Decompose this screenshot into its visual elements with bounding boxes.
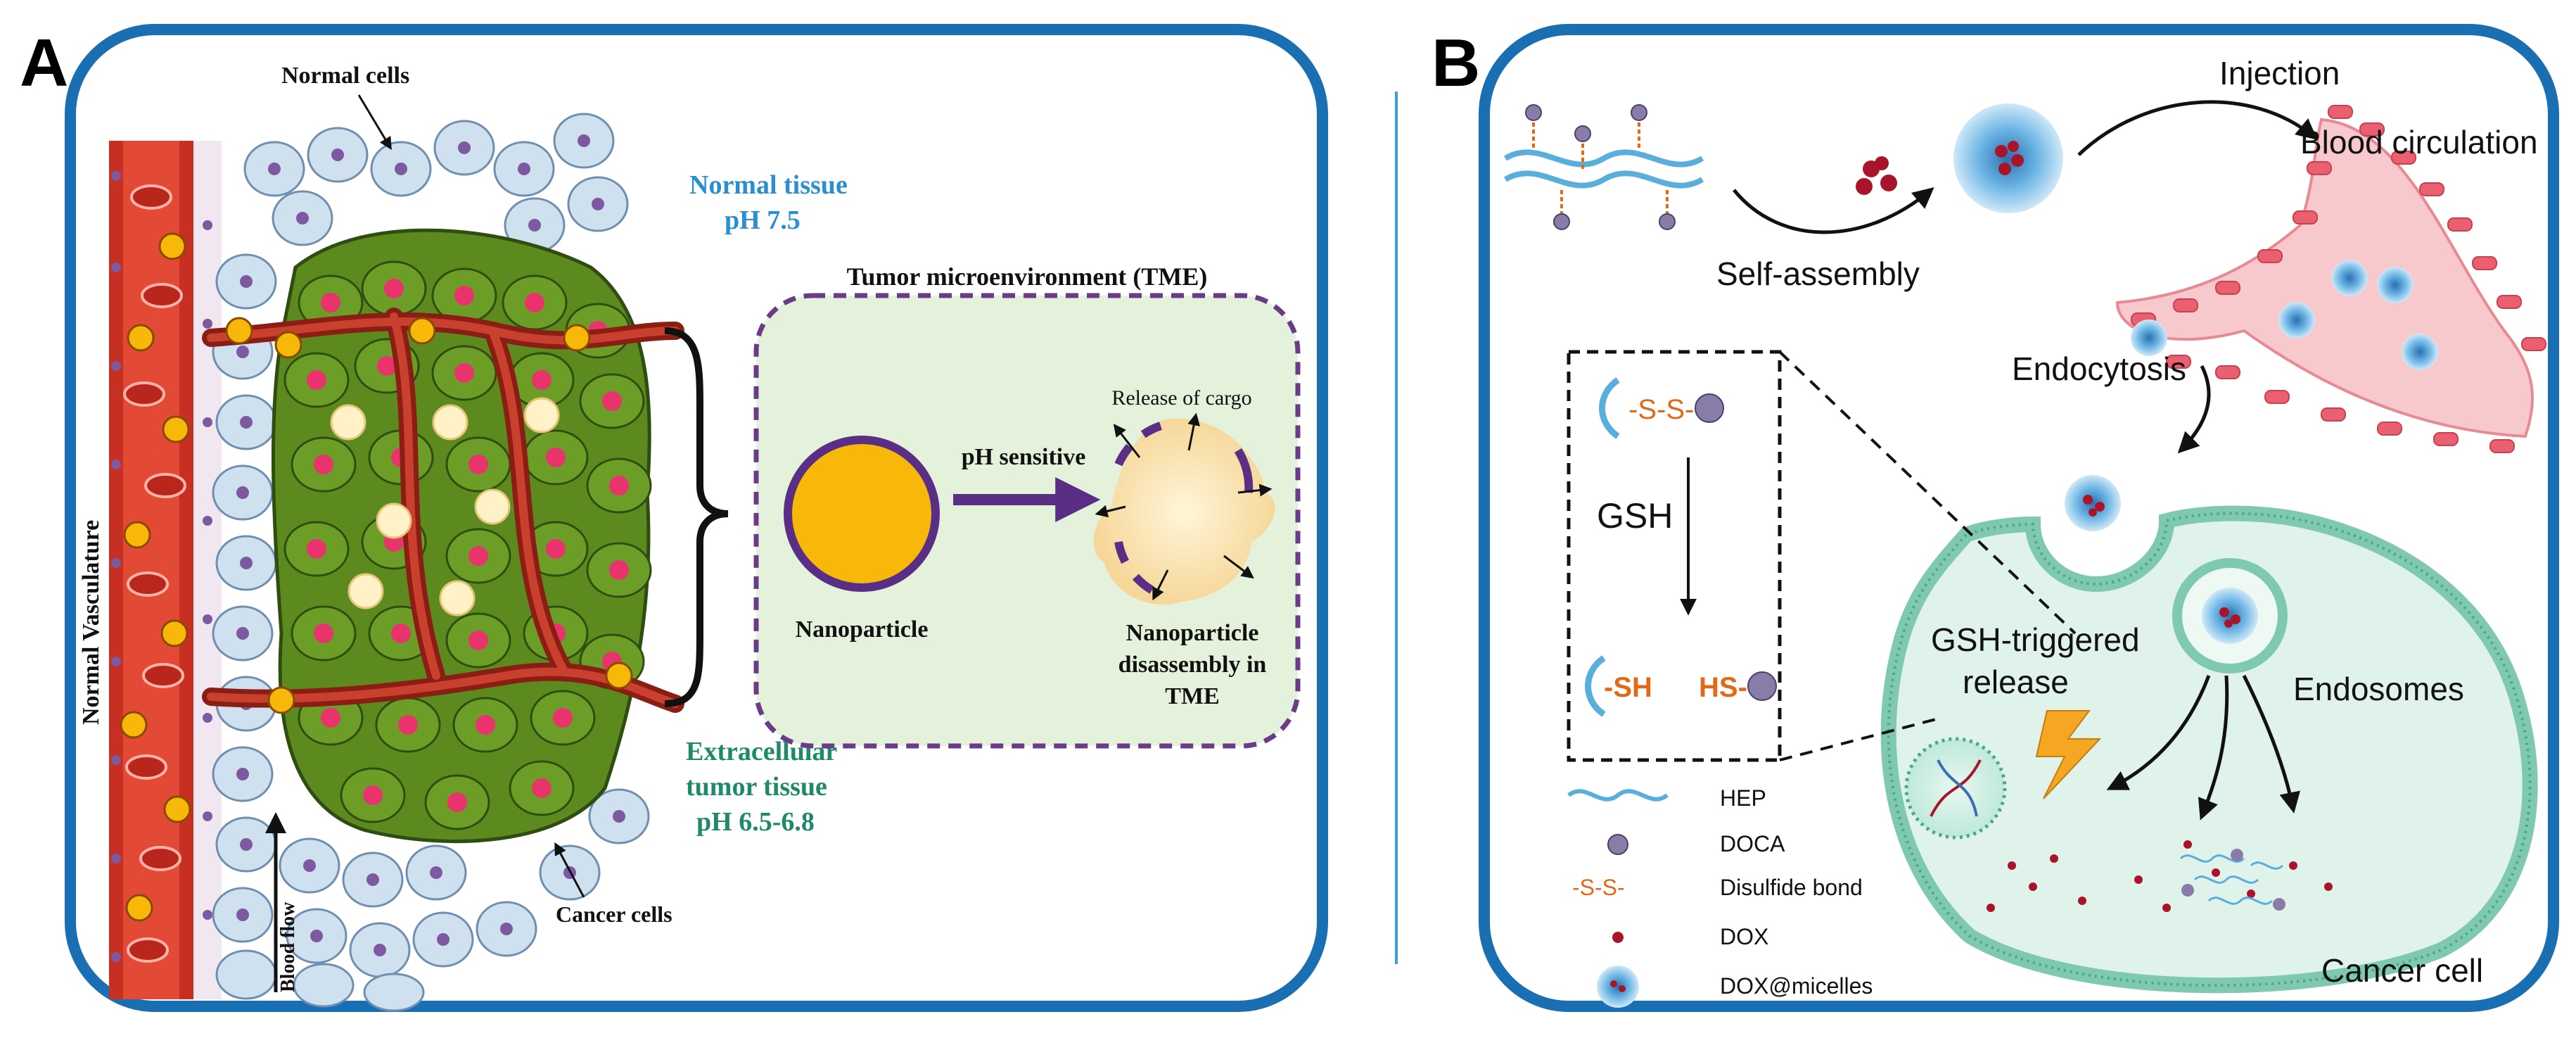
tme-box: Tumor microenvironment (TME) Nanoparticl… — [753, 262, 1301, 749]
legend-micelles: DOX@micelles — [1720, 973, 1873, 999]
legend-b: HEP DOCA -S-S- Disulfide bond DOX DOX@mi… — [1567, 785, 1873, 1008]
disassembly-line1: Nanoparticle — [1126, 620, 1259, 646]
tme-title: Tumor microenvironment (TME) — [847, 262, 1208, 291]
ss-bond-label: -S-S- — [1628, 394, 1694, 425]
nanoparticle-intact — [784, 436, 940, 592]
sh-label: -SH — [1604, 672, 1652, 703]
self-assembly-arrow — [1733, 187, 1934, 234]
doca-icon-2 — [1747, 671, 1777, 701]
lightning-icon — [2035, 710, 2102, 799]
release-of-cargo-label: Release of cargo — [1111, 386, 1251, 410]
release-micelle — [1904, 737, 2007, 840]
cancer-cells-label: Cancer cells — [556, 901, 672, 927]
dox-cluster — [1856, 156, 1897, 195]
blood-flow-indicator: Blood flow — [265, 812, 299, 992]
doca-icon — [1695, 393, 1724, 423]
dox-micelle-large — [1953, 103, 2063, 213]
blood-circulation-vessel — [2115, 105, 2546, 453]
zoom-line-top — [1778, 350, 2077, 635]
normal-tissue-ph: pH 7.5 — [725, 205, 801, 235]
normal-tissue-label: Normal tissue — [689, 170, 848, 200]
gsh-label: GSH — [1597, 496, 1673, 536]
release-arrows — [2106, 674, 2300, 821]
normal-vasculature — [109, 141, 222, 999]
nanoparticle-label: Nanoparticle — [796, 616, 929, 643]
cancer-cells-pointer — [554, 842, 585, 898]
legend-dox-icon — [1612, 932, 1624, 943]
gsh-triggered-line2: release — [1963, 664, 2069, 700]
legend-doca: DOCA — [1720, 831, 1785, 856]
normal-cell-nuclei — [236, 134, 625, 956]
legend-hep-icon — [1567, 789, 1669, 802]
panel-b: B Self-assembly Injection — [1432, 24, 2559, 1012]
blood-flow-label: Blood flow — [277, 901, 299, 992]
endocytosis-arrow — [2177, 365, 2211, 454]
tumor-mass — [202, 228, 684, 844]
legend-hep: HEP — [1720, 785, 1766, 811]
cancer-cell — [1880, 505, 2538, 994]
hs-label: HS- — [1699, 672, 1747, 703]
cancer-cell-label: Cancer cell — [2321, 952, 2483, 989]
endosomes-label: Endosomes — [2293, 671, 2464, 707]
zoom-line-bottom — [1779, 716, 1942, 761]
ph-sensitive-label: pH sensitive — [962, 444, 1086, 470]
disassembly-line2: disassembly in — [1118, 652, 1267, 678]
normal-cells-pointer — [357, 94, 392, 151]
hep-doca-polymer — [1503, 104, 1704, 230]
endosome — [2172, 558, 2288, 673]
endocytosis-label: Endocytosis — [2012, 350, 2186, 387]
nanoparticle-disassembled — [1093, 412, 1275, 605]
released-hep — [2179, 854, 2284, 905]
injection-label: Injection — [2219, 55, 2340, 91]
legend-dox: DOX — [1720, 924, 1768, 949]
extracellular-line2: tumor tissue — [686, 772, 827, 802]
legend-disulfide: Disulfide bond — [1720, 875, 1863, 900]
legend-ss-symbol: -S-S- — [1572, 875, 1625, 900]
vessel-micelles — [2131, 260, 2438, 370]
micelle-entering — [2065, 475, 2121, 531]
gsh-triggered-line1: GSH-triggered — [1931, 621, 2140, 658]
released-doca — [2181, 849, 2285, 911]
gsh-mechanism-box: -S-S- GSH -SH HS- — [1567, 350, 1782, 762]
disassembly-line3: TME — [1165, 683, 1219, 709]
panel-b-letter: B — [1432, 25, 1480, 101]
blood-circulation-label: Blood circulation — [2300, 124, 2538, 160]
legend-micelle-icon — [1597, 966, 1639, 1008]
released-dox — [1987, 840, 2333, 912]
panel-a-letter: A — [20, 25, 68, 101]
tumor-brace — [664, 327, 729, 707]
injection-arrow — [2077, 100, 2318, 156]
self-assembly-label: Self-assembly — [1716, 255, 1920, 292]
normal-vasculature-label: Normal Vasculature — [78, 520, 104, 725]
extracellular-ph: pH 6.5-6.8 — [696, 807, 815, 837]
panel-a: A — [20, 24, 1328, 1012]
legend-doca-icon — [1607, 834, 1628, 855]
normal-cells-label: Normal cells — [281, 63, 409, 89]
